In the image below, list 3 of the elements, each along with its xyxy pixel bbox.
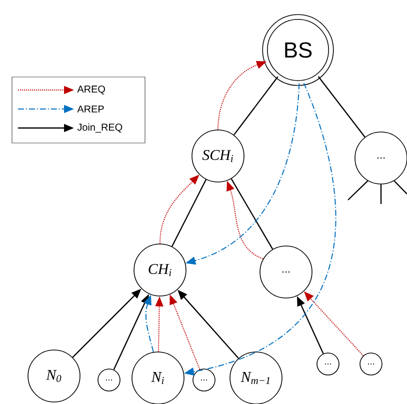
legend-label: AREP <box>77 106 104 112</box>
legend-label: AREQ <box>77 86 105 94</box>
legend-label: Join_REQ <box>77 123 122 133</box>
